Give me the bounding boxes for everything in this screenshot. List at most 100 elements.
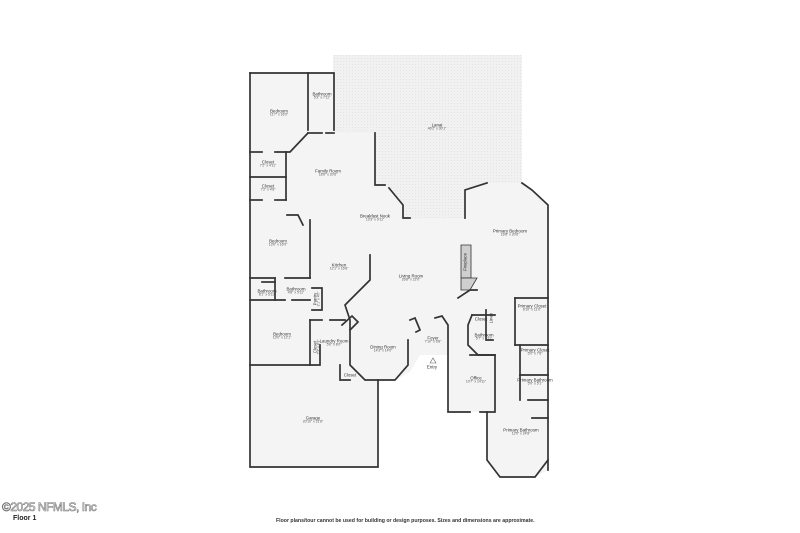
room-dimensions: 8'1" x 5'11" [258,292,276,297]
room-dimensions: 7'10" x 6'8" [424,339,442,344]
room-dimensions: 13'6" x 16'0" [268,242,288,247]
room-dimensions: 46'2" x 30'1" [427,126,447,131]
wall-segment [249,344,321,366]
room-name: Bathroom [312,91,332,97]
room-label: Linen [488,313,493,324]
room-dimensions: 13'0" x 12'1" [272,335,292,340]
wall-segment [274,131,310,153]
room-name: Laundry Room [319,338,349,344]
wall-segment [456,289,478,300]
room-name: Lanai [431,122,443,128]
wall-segment [464,181,489,219]
room-name: Closet [261,159,275,165]
wall-segment [286,214,305,227]
room-name: Garage [305,415,321,421]
wall-segment [249,72,335,131]
wall-segment [408,316,422,334]
room-label: Closet [344,372,356,377]
disclaimer: Floor plans/tour cannot be used for buil… [276,518,535,524]
room-dimensions: 2'3" x 4'3" [316,339,321,355]
interior-floor [250,73,548,477]
wall-segment [311,287,323,311]
room-name: Primary Bathroom [503,427,539,433]
room-dimensions: 5'6" x 8'0" [326,342,342,347]
room-name: Kitchen [331,262,347,268]
room-name: Bedroom [273,331,291,337]
wall-segment [433,315,471,413]
wall-segment [485,309,494,341]
room-dimensions: 4'8" x 5'11" [287,290,305,295]
wall-segment [387,186,411,219]
wall-segment [520,181,549,471]
wall-segment [249,72,379,468]
wall-segment [467,313,496,356]
wall-segment [340,314,360,332]
room-name: Closet [261,183,275,189]
wall-segment [374,132,386,186]
room-dimensions: 12'0" x 24'8" [511,431,531,436]
room-name: Dining Room [370,344,396,350]
room-dimensions: 11'7" x 16'0" [269,112,289,117]
room-dimensions: 13'3" x 9'11" [365,217,385,222]
room-name: Primary Closet [517,303,547,309]
room-dimensions: 26'8" x 22'0" [401,277,421,282]
room-label: Closet [475,316,487,321]
room-name: Linen [488,312,494,324]
room-label: Entry [427,364,437,369]
room-name: Breakfast Nook [359,213,391,219]
floor-label: Floor 1 [13,515,37,522]
room-dimensions: 5'0" x 5'1" [527,381,543,386]
room-name: Entry [426,364,438,370]
room-dimensions: 16'8" x 20'6" [500,232,520,237]
walls [249,72,550,478]
room-dimensions: 20'10" x 21'8" [302,419,324,424]
room-dimensions: 7'2" x 4'8" [260,187,276,192]
room-name: Foyer [427,335,439,341]
room-dimensions: 8'10" x 11'0" [522,307,542,312]
watermark: ©2025 NFMLS, Inc [2,500,97,515]
room-name: Bathroom [474,332,494,338]
room-dimensions: 5'7" x 5'11" [475,336,493,341]
room-name: Living Room [398,273,424,279]
room-dimensions: 7'2" x 4'11" [259,163,277,168]
wall-segment [486,411,550,478]
room-label: Fireplace [462,253,467,271]
room-name: Fireplace [462,252,468,272]
wall-segment [339,364,351,381]
room-dimensions: 10'7" x 14'11" [465,379,487,384]
room-dimensions: 2'1" x 4'0" [316,291,321,307]
lanai-floor [333,55,522,218]
room-dimensions: 12'1" x 16'8" [329,266,349,271]
room-name: Family Room [315,168,341,174]
wall-segment [344,254,409,381]
entry-arrow-icon [429,357,437,364]
room-name: Bathroom [257,288,277,294]
room-dimensions: 5'3" x 7'11" [313,95,331,100]
floor-fills [250,55,548,477]
